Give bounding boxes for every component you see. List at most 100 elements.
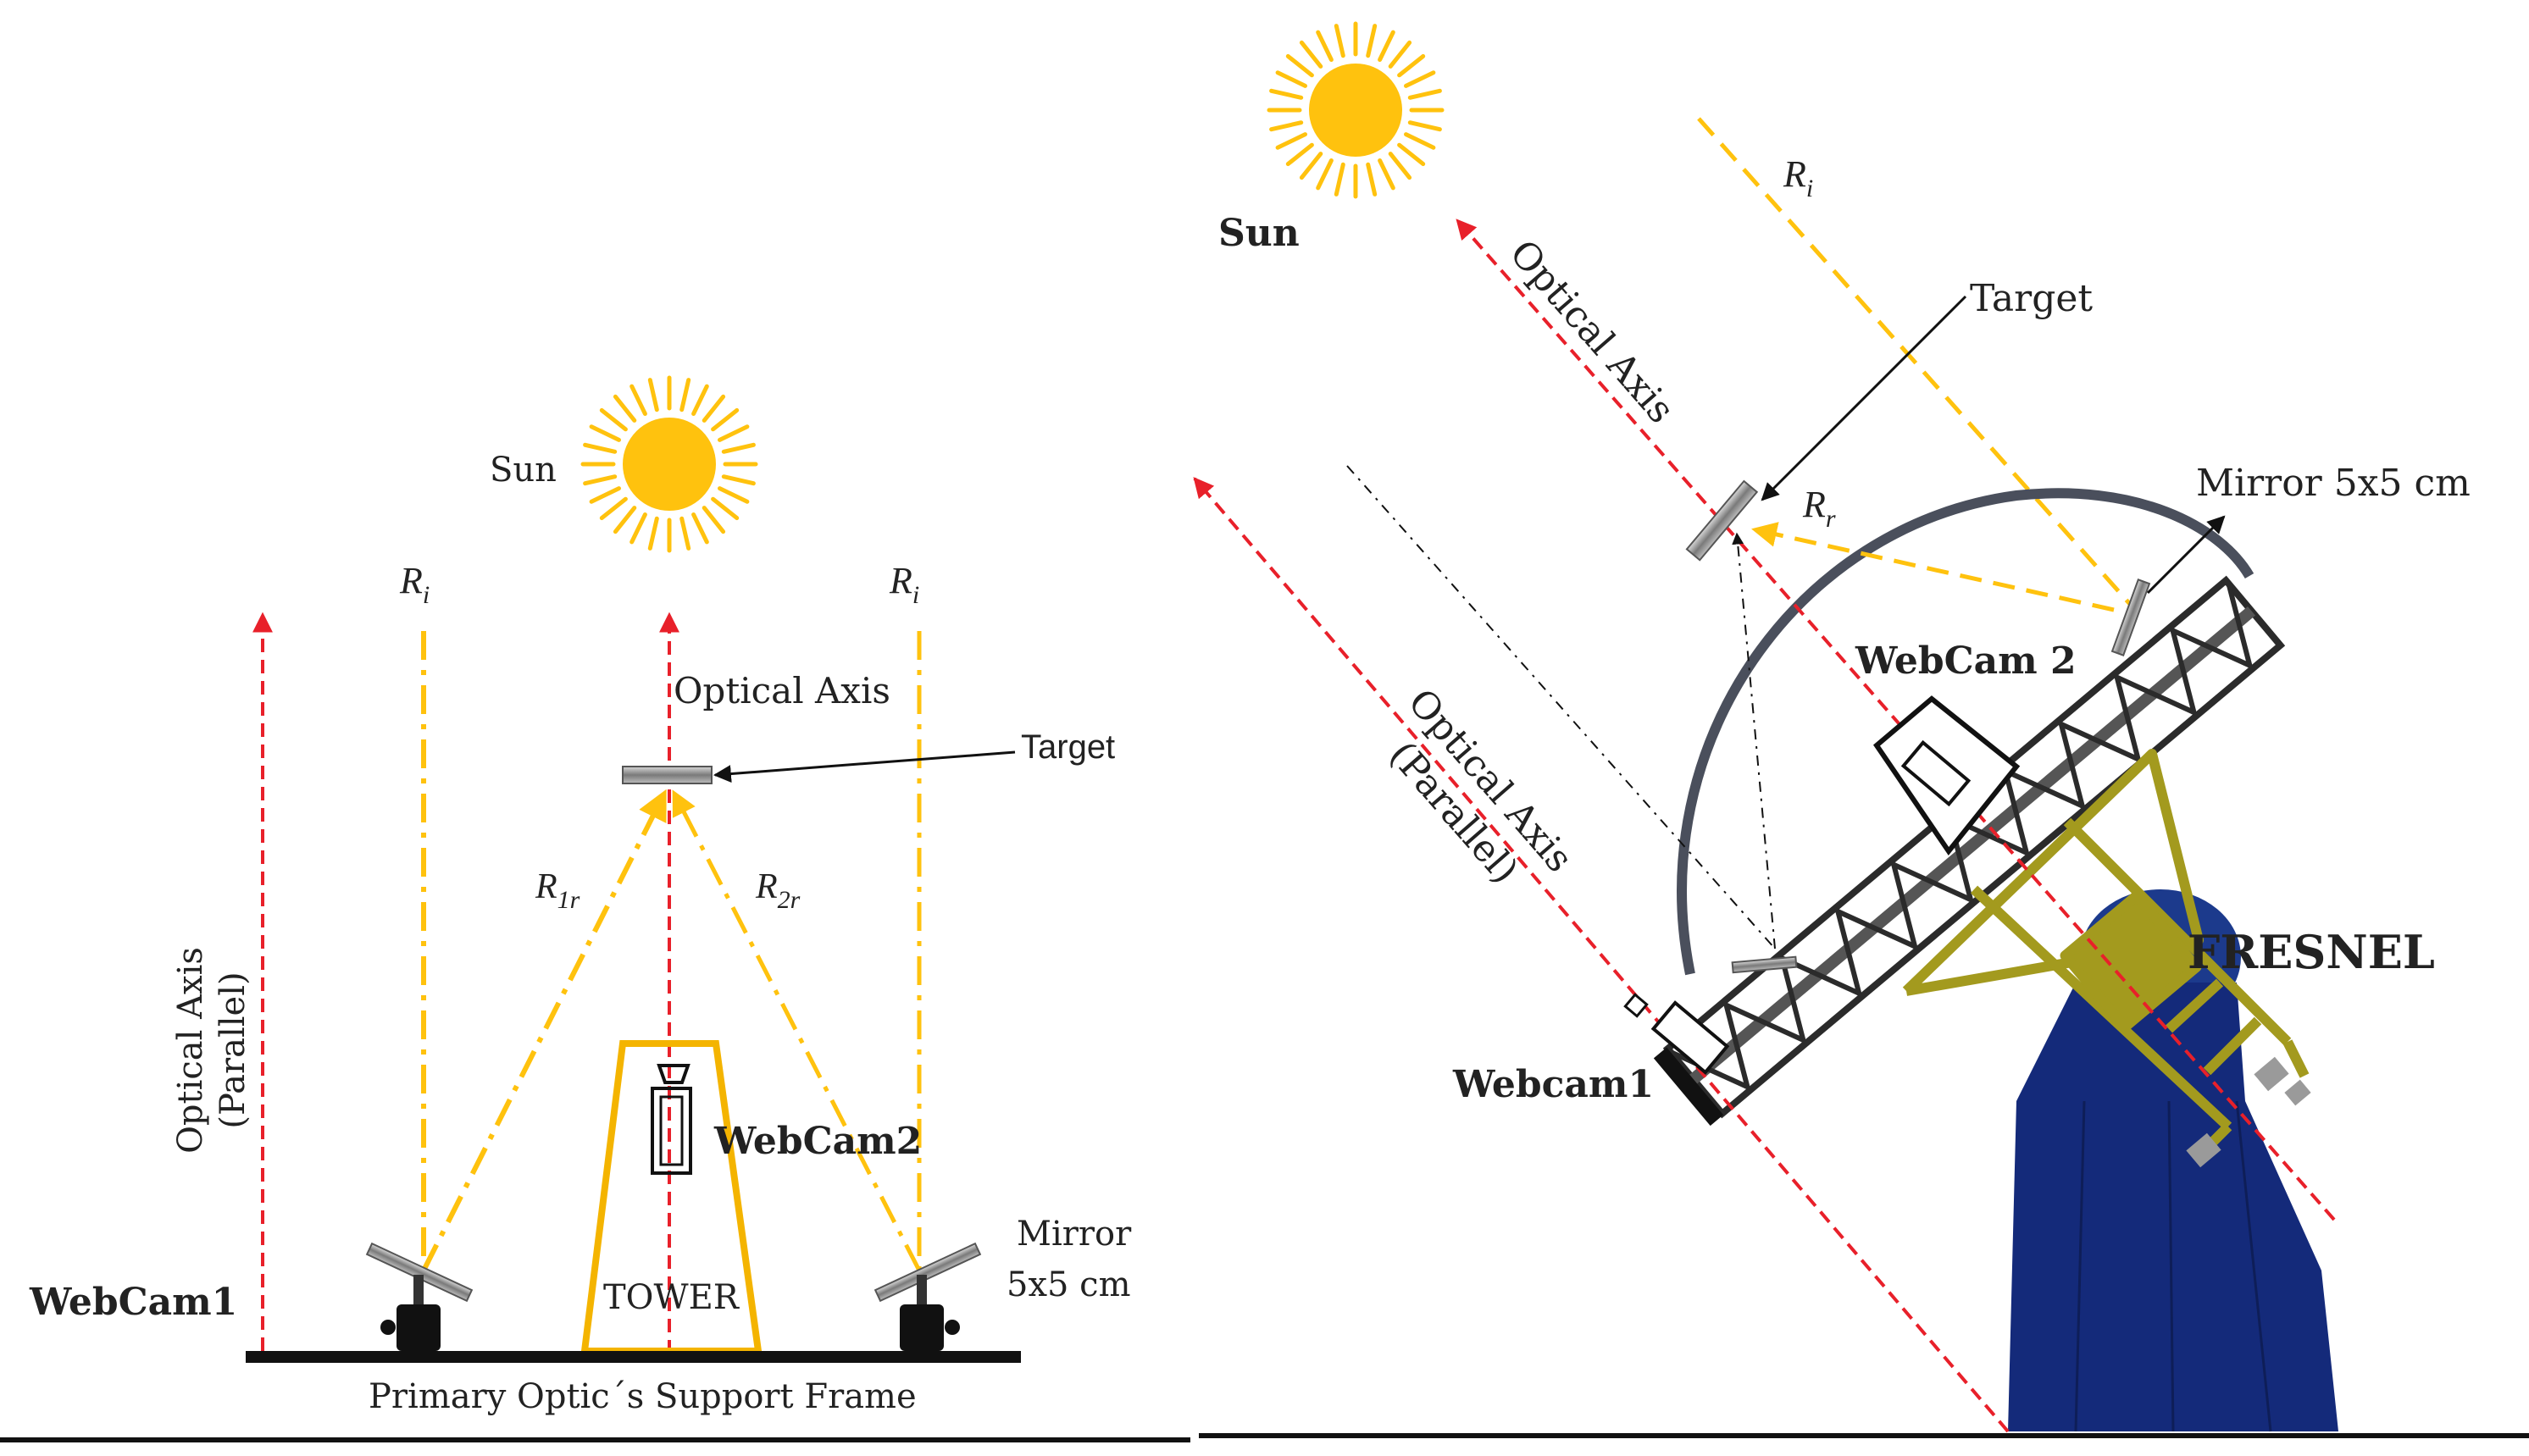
- target-pointer: [713, 750, 1016, 783]
- sun-ray: [1378, 30, 1395, 62]
- sun-ray: [1407, 88, 1442, 100]
- sun-ray: [702, 394, 726, 423]
- optical-axis-parallel-label-1: Optical Axis: [171, 947, 210, 1154]
- sun-ray: [629, 512, 647, 545]
- sun-ray: [1316, 30, 1334, 62]
- sun-ray: [1388, 152, 1412, 180]
- sun-ray: [1299, 40, 1323, 69]
- r1r-label: R1r: [535, 867, 580, 914]
- sun-ray: [583, 442, 618, 454]
- optical-axis-main: [1456, 219, 2336, 1221]
- auxiliary-reflection: [1732, 532, 1776, 949]
- webcam1-label: WebCam1: [29, 1281, 237, 1324]
- sun-ray: [1299, 152, 1323, 180]
- optical-axis-label-right: Optical Axis: [1501, 232, 1683, 432]
- right-panel: Sun Ri: [1193, 21, 2471, 1433]
- fresnel-label: FRESNEL: [2188, 925, 2435, 979]
- sun-ray: [1316, 158, 1334, 191]
- mirror-label-1: Mirror: [1017, 1215, 1132, 1254]
- sun-ray: [1285, 53, 1314, 78]
- sun-ray: [1334, 162, 1345, 197]
- ri-right-label: Ri: [889, 560, 919, 609]
- sun-ray: [589, 424, 621, 442]
- fresnel-ring: [1677, 488, 2254, 976]
- auxiliary-line: [1346, 465, 1776, 949]
- left-panel: Sun Ri Ri Optical Axis (Parallel) Optica…: [29, 375, 1132, 1416]
- sun-ray: [599, 496, 628, 521]
- sun-ray: [629, 384, 647, 416]
- sun-ray: [1269, 120, 1304, 132]
- sun-ray: [691, 384, 709, 416]
- sun-ray: [1407, 120, 1442, 132]
- lower-mirror: [1731, 955, 1798, 974]
- sun-label: Sun: [490, 451, 557, 490]
- mirror-pointer: [2146, 515, 2226, 595]
- optical-axis-parallel-label-2: (Parallel): [214, 972, 252, 1128]
- sun-ray: [721, 442, 756, 454]
- ri-left-label: Ri: [399, 560, 430, 609]
- mirror-label-right: Mirror 5x5 cm: [2196, 462, 2471, 505]
- sun-ray: [583, 474, 618, 486]
- target-pointer-right: [1761, 295, 1967, 501]
- sun-ray: [1397, 53, 1426, 78]
- reflected-ray-1: [421, 789, 668, 1272]
- sun-ray: [718, 424, 750, 442]
- mirror-label-2: 5x5 cm: [1007, 1265, 1131, 1304]
- sun-ray: [1334, 24, 1345, 58]
- sun-ray: [691, 512, 709, 545]
- sun-ray: [1388, 40, 1412, 69]
- webcam2-icon: [651, 1064, 692, 1175]
- webcam1-icon-right: [1623, 993, 1730, 1075]
- ri-label: Ri: [1783, 153, 1813, 202]
- target-label-right: Target: [1970, 277, 2093, 320]
- sun-ray: [613, 506, 637, 534]
- sun-ray: [721, 474, 756, 486]
- optical-axis-label: Optical Axis: [674, 670, 890, 711]
- rr-label: Rr: [1802, 484, 1836, 533]
- sun-ray: [613, 394, 637, 423]
- sun-ray: [1285, 142, 1314, 167]
- optical-axis-parallel: [1193, 477, 2010, 1433]
- mirror-right-panel: [2110, 579, 2151, 656]
- sun-ray: [1269, 88, 1304, 100]
- sun-ray: [1404, 70, 1436, 88]
- target-plate: [622, 766, 713, 784]
- reflected-ray-right: [1751, 522, 2115, 612]
- sun-ray: [599, 407, 628, 432]
- sun-ray: [647, 378, 659, 412]
- fresnel-bolts: [2186, 1056, 2311, 1168]
- sun-label-right: Sun: [1218, 212, 1300, 255]
- sun-ray: [711, 496, 740, 521]
- tower-label: TOWER: [603, 1278, 740, 1317]
- sun-ray: [1366, 162, 1378, 197]
- reflected-ray-2: [671, 789, 922, 1272]
- sun-ray: [711, 407, 740, 432]
- support-frame-label: Primary Optic´s Support Frame: [369, 1377, 917, 1416]
- sun-ray: [679, 516, 691, 551]
- fresnel-yellow-frame: [1902, 749, 2310, 1156]
- sun-ray: [1275, 70, 1307, 88]
- r2r-label: R2r: [755, 867, 801, 914]
- sun-icon: [580, 375, 758, 553]
- sun-ray: [702, 506, 726, 534]
- sun-ray: [589, 486, 621, 504]
- sun-ray: [647, 516, 659, 551]
- target-plate-right: [1685, 479, 1759, 562]
- sun-ray: [1366, 24, 1378, 58]
- sun-ray: [1275, 132, 1307, 150]
- sun-ray: [1404, 132, 1436, 150]
- target-label: Target: [1021, 728, 1115, 766]
- sun-ray: [679, 378, 691, 412]
- webcam2-label-right: WebCam 2: [1855, 639, 2077, 683]
- incident-ray: [1697, 117, 2137, 612]
- sun-ray: [1378, 158, 1395, 191]
- sun-icon-right: [1267, 21, 1445, 199]
- sun-ray: [1397, 142, 1426, 167]
- mirror-left: [365, 1242, 474, 1351]
- webcam1-label-right: Webcam1: [1452, 1063, 1654, 1106]
- webcam2-icon-right: [1873, 695, 2021, 856]
- mirror-right: [874, 1242, 982, 1351]
- sun-ray: [718, 486, 750, 504]
- support-frame: [246, 1351, 1021, 1363]
